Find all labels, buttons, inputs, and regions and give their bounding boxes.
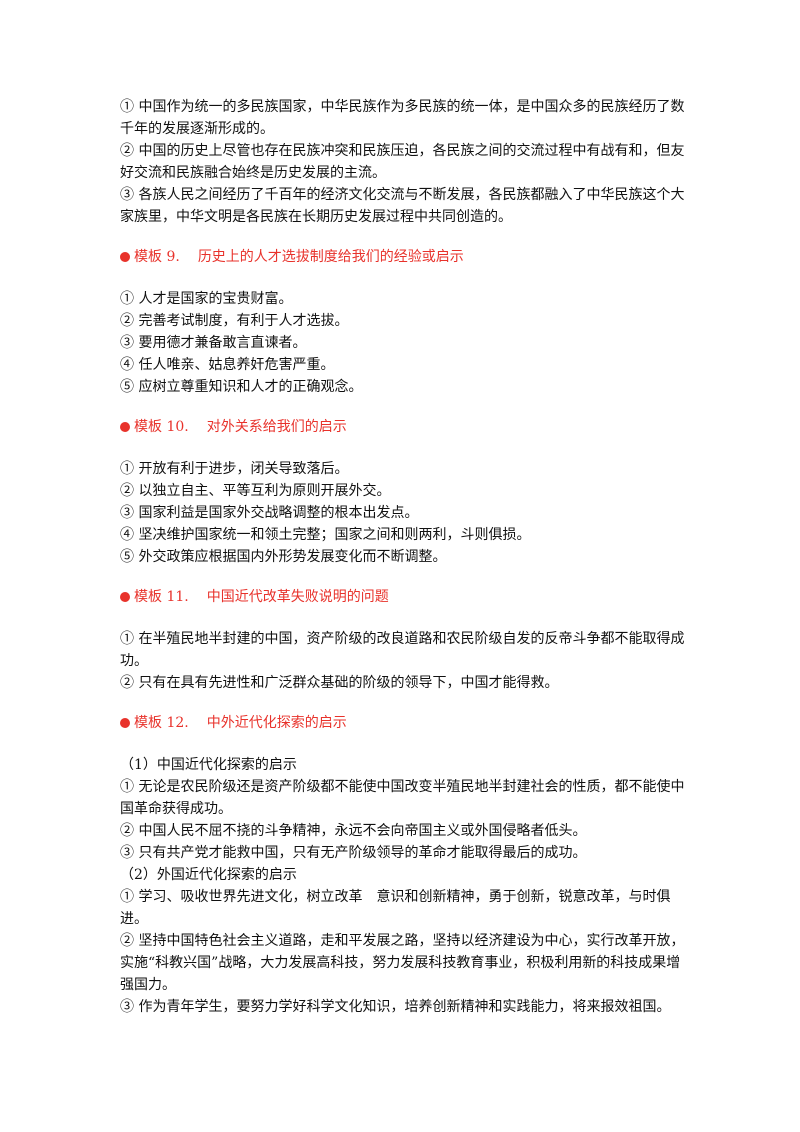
section-items-9: ① 人才是国家的宝贵财富。 ② 完善考试制度，有利于人才选拔。 ③ 要用德才兼备…	[120, 288, 690, 398]
document-content: ① 中国作为统一的多民族国家，中华民族作为多民族的统一体，是中国众多的民族经历了…	[120, 96, 690, 1018]
section-items-11: ① 在半殖民地半封建的中国，资产阶级的改良道路和农民阶级自发的反帝斗争都不能取得…	[120, 628, 690, 694]
intro-paragraph: ③ 各族人民之间经历了千百年的经济文化交流与不断发展，各民族都融入了中华民族这个…	[120, 187, 685, 225]
section-heading-11: 模板 11. 中国近代改革失败说明的问题	[120, 586, 690, 608]
intro-paragraph: ① 中国作为统一的多民族国家，中华民族作为多民族的统一体，是中国众多的民族经历了…	[120, 99, 685, 137]
list-item: ④ 坚决维护国家统一和领土完整；国家之间和则两利，斗则俱损。	[120, 527, 531, 543]
bullet-dot-icon	[120, 422, 130, 432]
list-item: ① 无论是农民阶级还是资产阶级都不能使中国改变半殖民地半封建社会的性质，都不能使…	[120, 779, 685, 817]
heading-title: 中国近代改革失败说明的问题	[206, 589, 389, 605]
intro-block: ① 中国作为统一的多民族国家，中华民族作为多民族的统一体，是中国众多的民族经历了…	[120, 96, 690, 228]
subheading: （2）外国近代化探索的启示	[120, 867, 297, 883]
list-item: ② 坚持中国特色社会主义道路，走和平发展之路，坚持以经济建设为中心，实行改革开放…	[120, 933, 685, 993]
intro-paragraph: ② 中国的历史上尽管也存在民族冲突和民族压迫，各民族之间的交流过程中有战有和，但…	[120, 143, 685, 181]
bullet-dot-icon	[120, 592, 130, 602]
heading-label: 模板 9.	[134, 249, 180, 265]
list-item: ② 只有在具有先进性和广泛群众基础的阶级的领导下，中国才能得救。	[120, 675, 559, 691]
section-heading-10: 模板 10. 对外关系给我们的启示	[120, 416, 690, 438]
list-item: ① 学习、吸收世界先进文化，树立改革 意识和创新精神，勇于创新，锐意改革，与时俱…	[120, 889, 671, 927]
bullet-dot-icon	[120, 252, 130, 262]
heading-title: 对外关系给我们的启示	[206, 419, 347, 435]
list-item: ③ 国家利益是国家外交战略调整的根本出发点。	[120, 505, 419, 521]
heading-label: 模板 11.	[134, 589, 189, 605]
list-item: ④ 任人唯亲、姑息养奸危害严重。	[120, 357, 335, 373]
heading-label: 模板 10.	[134, 419, 189, 435]
section-heading-9: 模板 9. 历史上的人才选拔制度给我们的经验或启示	[120, 246, 690, 268]
heading-title: 中外近代化探索的启示	[206, 715, 347, 731]
list-item: ① 在半殖民地半封建的中国，资产阶级的改良道路和农民阶级自发的反帝斗争都不能取得…	[120, 631, 685, 669]
bullet-dot-icon	[120, 718, 130, 728]
list-item: ⑤ 应树立尊重知识和人才的正确观念。	[120, 379, 363, 395]
list-item: ② 中国人民不屈不挠的斗争精神，永远不会向帝国主义或外国侵略者低头。	[120, 823, 587, 839]
list-item: ② 完善考试制度，有利于人才选拔。	[120, 313, 349, 329]
list-item: ③ 只有共产党才能救中国，只有无产阶级领导的革命才能取得最后的成功。	[120, 845, 587, 861]
list-item: ① 开放有利于进步，闭关导致落后。	[120, 461, 349, 477]
list-item: ② 以独立自主、平等互利为原则开展外交。	[120, 483, 391, 499]
list-item: ③ 作为青年学生，要努力学好科学文化知识，培养创新精神和实践能力，将来报效祖国。	[120, 999, 671, 1015]
section-items-10: ① 开放有利于进步，闭关导致落后。 ② 以独立自主、平等互利为原则开展外交。 ③…	[120, 458, 690, 568]
list-item: ① 人才是国家的宝贵财富。	[120, 291, 293, 307]
section-heading-12: 模板 12. 中外近代化探索的启示	[120, 712, 690, 734]
list-item: ⑤ 外交政策应根据国内外形势发展变化而不断调整。	[120, 549, 447, 565]
heading-label: 模板 12.	[134, 715, 189, 731]
subheading: （1）中国近代化探索的启示	[120, 757, 297, 773]
list-item: ③ 要用德才兼备敢言直谏者。	[120, 335, 307, 351]
heading-title: 历史上的人才选拔制度给我们的经验或启示	[197, 249, 464, 265]
section-items-12: （1）中国近代化探索的启示 ① 无论是农民阶级还是资产阶级都不能使中国改变半殖民…	[120, 754, 690, 1018]
